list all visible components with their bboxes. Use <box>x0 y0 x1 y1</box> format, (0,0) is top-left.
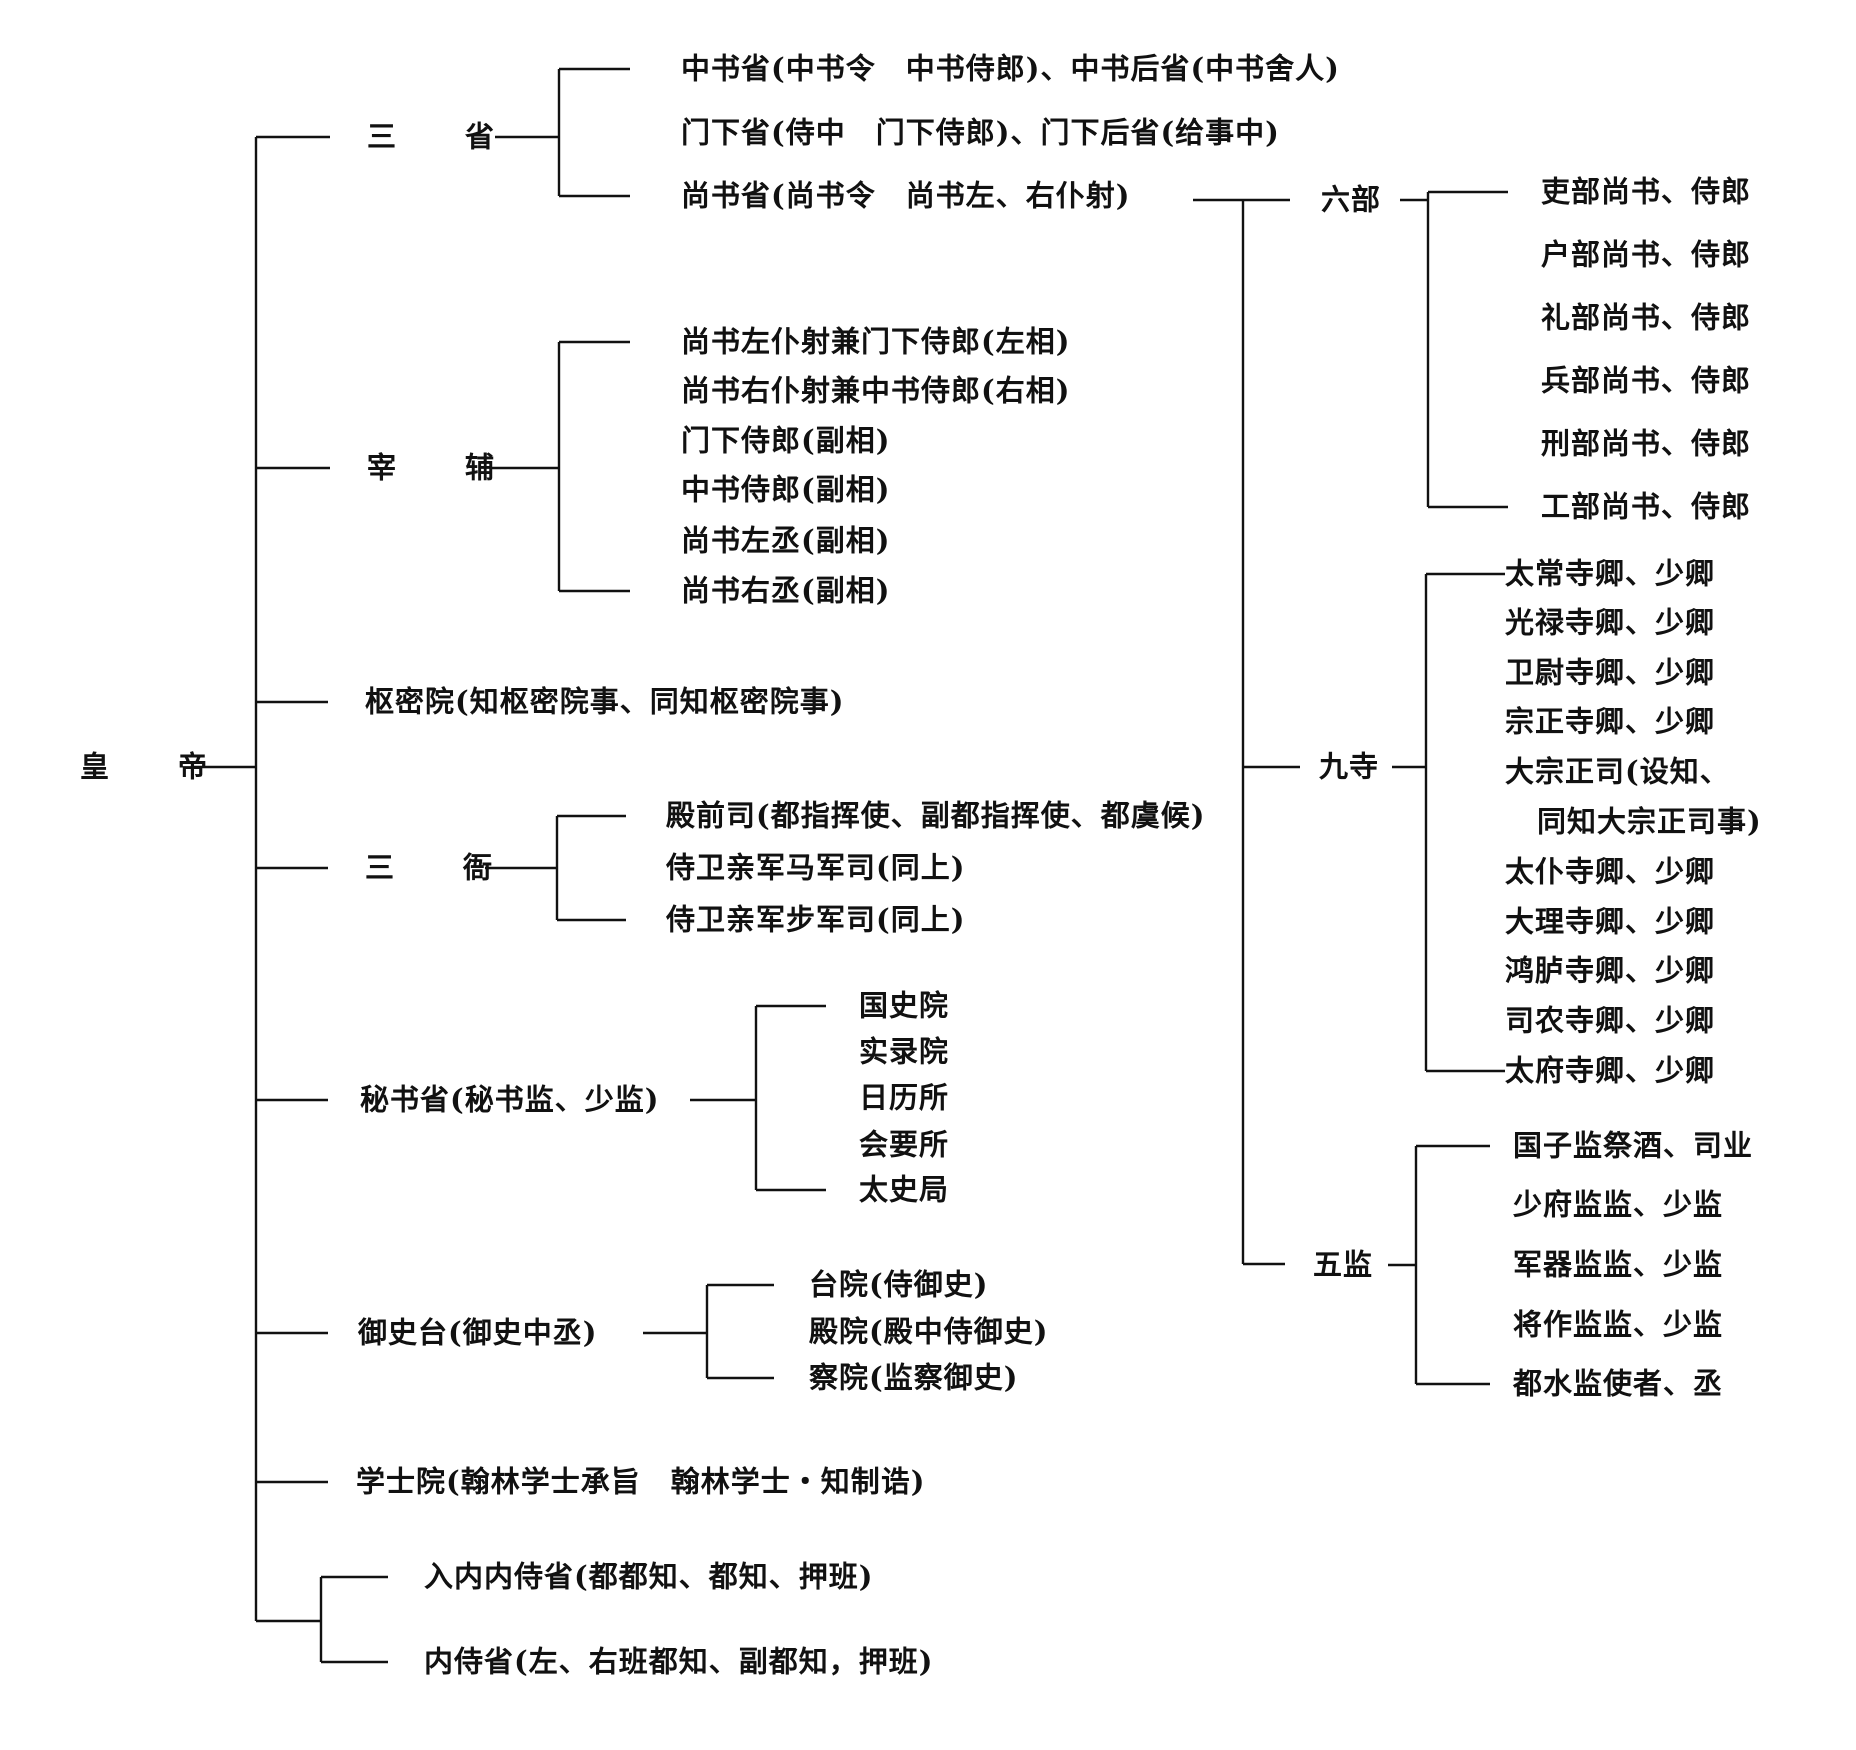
group-wujian: 五监 <box>1313 1247 1374 1282</box>
branch-mishusheng: 秘书省(秘书监、少监) <box>360 1082 660 1117</box>
liubu-child: 吏部尚书、侍郎 <box>1541 174 1752 209</box>
mishusheng-child: 太史局 <box>859 1172 950 1207</box>
root-emperor: 皇 帝 <box>80 749 228 784</box>
jiusi-child: 卫尉寺卿、少卿 <box>1505 655 1716 690</box>
wujian-child: 都水监使者、丞 <box>1513 1366 1724 1401</box>
sanya-child: 殿前司(都指挥使、副都指挥使、都虞候) <box>666 798 1206 833</box>
zaifu-child: 尚书右丞(副相) <box>681 573 891 608</box>
zaifu-child: 尚书右仆射兼中书侍郎(右相) <box>681 373 1071 408</box>
branch-zaifu: 宰 辅 <box>367 450 515 485</box>
liubu-child: 礼部尚书、侍郎 <box>1541 300 1752 335</box>
neishi-child: 内侍省(左、右班都知、副都知，押班) <box>424 1644 934 1679</box>
sansheng-child: 尚书省(尚书令 尚书左、右仆射) <box>681 178 1131 213</box>
wujian-child: 国子监祭酒、司业 <box>1513 1128 1754 1163</box>
branch-shumiyuan: 枢密院(知枢密院事、同知枢密院事) <box>365 684 845 719</box>
group-liubu: 六部 <box>1321 182 1382 217</box>
sanya-child: 侍卫亲军步军司(同上) <box>666 902 966 937</box>
sanya-child: 侍卫亲军马军司(同上) <box>666 850 966 885</box>
liubu-child: 刑部尚书、侍郎 <box>1541 426 1752 461</box>
jiusi-child: 太常寺卿、少卿 <box>1505 556 1716 591</box>
yushitai-child: 殿院(殿中侍御史) <box>809 1314 1049 1349</box>
wujian-child: 少府监监、少监 <box>1513 1187 1724 1222</box>
branch-sansheng: 三 省 <box>367 119 515 154</box>
jiusi-child: 大理寺卿、少卿 <box>1505 904 1716 939</box>
jiusi-child: 光禄寺卿、少卿 <box>1505 605 1716 640</box>
branch-yushitai: 御史台(御史中丞) <box>358 1315 598 1350</box>
jiusi-child-continued: 同知大宗正司事) <box>1537 804 1762 839</box>
liubu-child: 兵部尚书、侍郎 <box>1541 363 1752 398</box>
mishusheng-child: 会要所 <box>859 1127 950 1162</box>
liubu-child: 户部尚书、侍郎 <box>1541 237 1752 272</box>
mishusheng-child: 国史院 <box>859 988 950 1023</box>
sansheng-child: 门下省(侍中 门下侍郎)、门下后省(给事中) <box>681 115 1280 150</box>
jiusi-child: 大宗正司(设知、 <box>1505 754 1730 789</box>
mishusheng-child: 日历所 <box>859 1080 950 1115</box>
mishusheng-child: 实录院 <box>859 1034 950 1069</box>
jiusi-child: 司农寺卿、少卿 <box>1505 1003 1716 1038</box>
liubu-child: 工部尚书、侍郎 <box>1541 489 1752 524</box>
group-jiusi: 九寺 <box>1319 749 1380 784</box>
branch-xueshiyuan: 学士院(翰林学士承旨 翰林学士・知制诰) <box>356 1464 926 1499</box>
zaifu-child: 尚书左仆射兼门下侍郎(左相) <box>681 324 1071 359</box>
branch-sanya: 三 衙 <box>365 850 513 885</box>
jiusi-child: 太府寺卿、少卿 <box>1505 1053 1716 1088</box>
jiusi-child: 宗正寺卿、少卿 <box>1505 704 1716 739</box>
yushitai-child: 台院(侍御史) <box>809 1267 989 1302</box>
sansheng-child: 中书省(中书令 中书侍郎)、中书后省(中书舍人) <box>681 51 1340 86</box>
zaifu-child: 门下侍郎(副相) <box>681 423 891 458</box>
zaifu-child: 尚书左丞(副相) <box>681 523 891 558</box>
wujian-child: 将作监监、少监 <box>1513 1307 1724 1342</box>
wujian-child: 军器监监、少监 <box>1513 1247 1724 1282</box>
zaifu-child: 中书侍郎(副相) <box>681 472 891 507</box>
jiusi-child: 鸿胪寺卿、少卿 <box>1505 953 1716 988</box>
neishi-child: 入内内侍省(都都知、都知、押班) <box>424 1559 874 1594</box>
jiusi-child: 太仆寺卿、少卿 <box>1505 854 1716 889</box>
yushitai-child: 察院(监察御史) <box>809 1360 1019 1395</box>
